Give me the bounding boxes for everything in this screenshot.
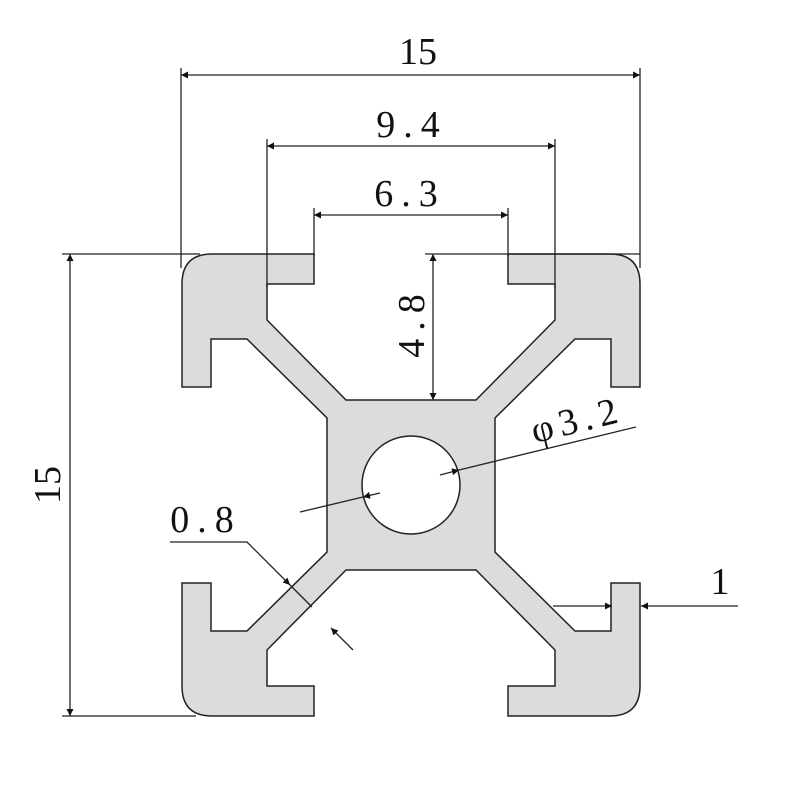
slot-depth-label: 4.8 <box>391 286 433 358</box>
profile-outline <box>181 253 641 717</box>
bore-arrow <box>362 491 381 499</box>
bore-leader <box>458 426 637 471</box>
dimension-lines <box>62 68 738 717</box>
slot-opening-label: 6.3 <box>374 173 446 215</box>
web-leader <box>170 541 291 586</box>
slot-outer-width-label: 9.4 <box>376 104 448 146</box>
web-leader <box>330 627 354 651</box>
web-leader <box>289 584 313 608</box>
bore-arrow <box>439 468 460 476</box>
lip-thickness-label: 1 <box>711 561 730 603</box>
dimension-labels: 15 9.4 6.3 4.8 15 φ3.2 0.8 1 <box>27 31 730 603</box>
overall-height-label: 15 <box>27 466 69 504</box>
web-thickness-label: 0.8 <box>170 499 242 541</box>
profile-section <box>181 253 641 717</box>
overall-width-label: 15 <box>399 31 437 73</box>
bore-diameter-label: φ3.2 <box>527 389 628 452</box>
bore-leader <box>299 496 364 513</box>
